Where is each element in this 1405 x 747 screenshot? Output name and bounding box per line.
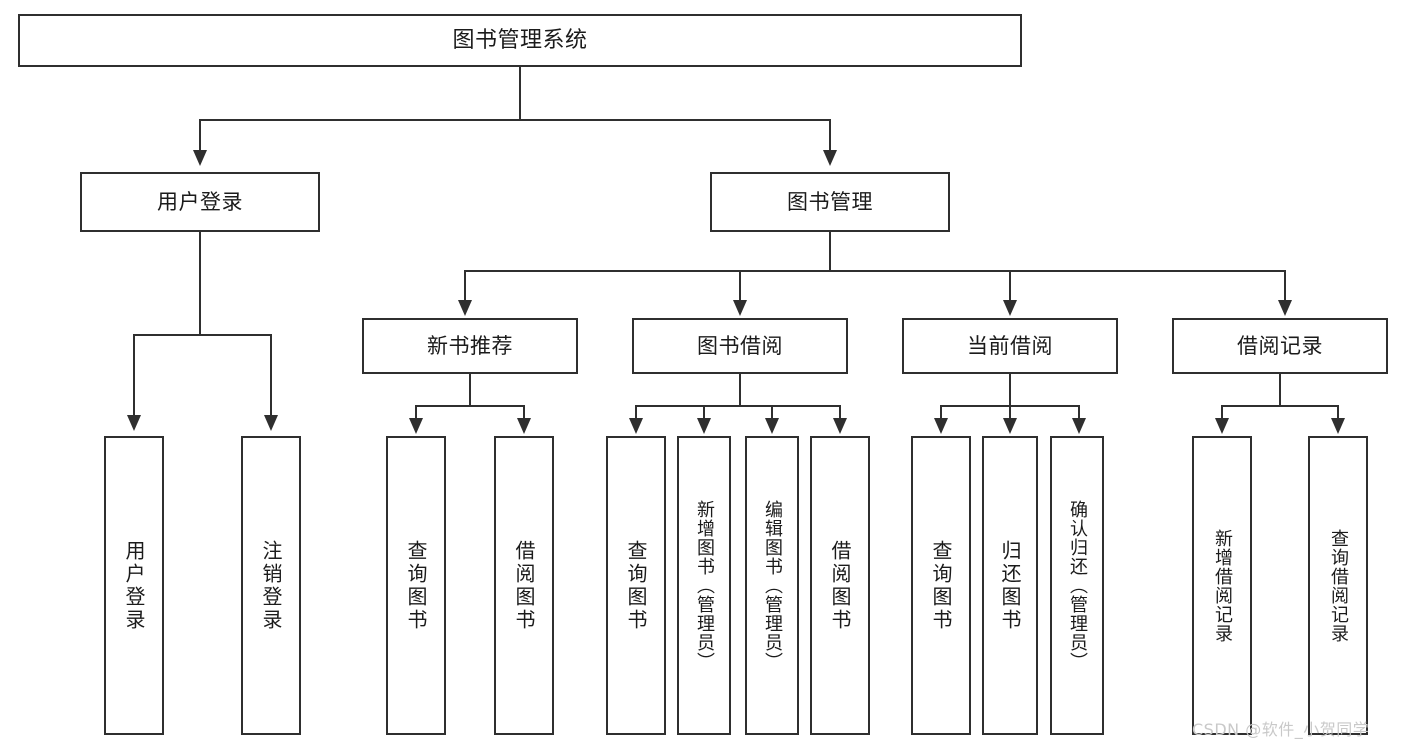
arrow-to-borrow-record xyxy=(1278,300,1292,316)
node-leaf-add-book[interactable]: 新增图书（管理员） xyxy=(677,436,731,735)
connector-root-bus xyxy=(199,119,831,121)
arrow-to-leaf-borrow-book-1 xyxy=(517,418,531,434)
connector-bb-3 xyxy=(771,405,773,419)
node-user-login[interactable]: 用户登录 xyxy=(80,172,320,232)
node-label: 图书管理系统 xyxy=(452,27,588,53)
node-label: 查询图书 xyxy=(404,539,428,632)
connector-root-stem xyxy=(519,67,521,120)
arrow-to-leaf-query-book-1 xyxy=(409,418,423,434)
connector-bb-1 xyxy=(635,405,637,419)
arrow-to-leaf-logout xyxy=(264,415,278,431)
connector-user-login-stem xyxy=(199,232,201,335)
node-label: 查询借阅记录 xyxy=(1328,528,1349,643)
arrow-to-leaf-query-record xyxy=(1331,418,1345,434)
connector-br-1 xyxy=(1221,405,1223,419)
connector-book-borrow-bus xyxy=(635,405,841,407)
arrow-root-to-book-management xyxy=(823,150,837,166)
connector-new-book-bus xyxy=(415,405,525,407)
connector-book-management-stem xyxy=(829,232,831,271)
node-label: 新增借阅记录 xyxy=(1212,528,1233,643)
node-label: 归还图书 xyxy=(998,539,1022,632)
arrow-to-leaf-confirm-return xyxy=(1072,418,1086,434)
arrow-to-leaf-add-book xyxy=(697,418,711,434)
node-book-borrow[interactable]: 图书借阅 xyxy=(632,318,848,374)
node-leaf-query-record[interactable]: 查询借阅记录 xyxy=(1308,436,1368,735)
connector-user-login-right xyxy=(270,334,272,416)
node-label: 查询图书 xyxy=(929,539,953,632)
node-leaf-add-record[interactable]: 新增借阅记录 xyxy=(1192,436,1252,735)
connector-bb-4 xyxy=(839,405,841,419)
connector-borrow-record-stem xyxy=(1279,374,1281,406)
node-new-book-recommend[interactable]: 新书推荐 xyxy=(362,318,578,374)
node-borrow-record[interactable]: 借阅记录 xyxy=(1172,318,1388,374)
connector-new-book-right xyxy=(523,405,525,419)
connector-cb-2 xyxy=(1009,405,1011,419)
connector-borrow-record-bus xyxy=(1221,405,1339,407)
node-label: 借阅记录 xyxy=(1237,333,1323,358)
node-leaf-query-book-2[interactable]: 查询图书 xyxy=(606,436,666,735)
node-label: 确认归还（管理员） xyxy=(1067,500,1088,671)
arrow-to-new-book-recommend xyxy=(458,300,472,316)
connector-bm-to-current-borrow xyxy=(1009,270,1011,301)
arrow-to-leaf-return-book xyxy=(1003,418,1017,434)
connector-br-2 xyxy=(1337,405,1339,419)
node-book-management[interactable]: 图书管理 xyxy=(710,172,950,232)
node-label: 图书管理 xyxy=(787,189,873,214)
arrow-to-leaf-query-book-2 xyxy=(629,418,643,434)
node-leaf-borrow-book-1[interactable]: 借阅图书 xyxy=(494,436,554,735)
connector-bb-2 xyxy=(703,405,705,419)
arrow-to-leaf-borrow-book-2 xyxy=(833,418,847,434)
node-book-management-system[interactable]: 图书管理系统 xyxy=(18,14,1022,67)
arrow-to-leaf-edit-book xyxy=(765,418,779,434)
node-label: 借阅图书 xyxy=(512,539,536,632)
csdn-watermark: CSDN @软件_小贺同学 xyxy=(1192,720,1370,739)
node-label: 新书推荐 xyxy=(427,333,513,358)
arrow-to-leaf-add-record xyxy=(1215,418,1229,434)
connector-new-book-stem xyxy=(469,374,471,406)
connector-bm-to-borrow-record xyxy=(1284,270,1286,301)
node-label: 借阅图书 xyxy=(828,539,852,632)
arrow-to-book-borrow xyxy=(733,300,747,316)
connector-cb-1 xyxy=(940,405,942,419)
connector-root-to-user-login xyxy=(199,119,201,151)
node-label: 新增图书（管理员） xyxy=(694,500,715,671)
node-label: 当前借阅 xyxy=(967,333,1053,358)
connector-bm-to-book-borrow xyxy=(739,270,741,301)
connector-book-borrow-stem xyxy=(739,374,741,406)
node-leaf-query-book-3[interactable]: 查询图书 xyxy=(911,436,971,735)
node-label: 用户登录 xyxy=(157,189,243,214)
node-label: 图书借阅 xyxy=(697,333,783,358)
connector-current-borrow-stem xyxy=(1009,374,1011,406)
connector-user-login-left xyxy=(133,334,135,416)
arrow-to-leaf-user-login xyxy=(127,415,141,431)
node-leaf-return-book[interactable]: 归还图书 xyxy=(982,436,1038,735)
node-label: 编辑图书（管理员） xyxy=(762,500,783,671)
arrow-to-leaf-query-book-3 xyxy=(934,418,948,434)
node-label: 用户登录 xyxy=(122,539,146,632)
connector-book-management-bus xyxy=(464,270,1286,272)
connector-cb-3 xyxy=(1078,405,1080,419)
connector-root-to-book-management xyxy=(829,119,831,151)
node-label: 查询图书 xyxy=(624,539,648,632)
node-leaf-logout[interactable]: 注销登录 xyxy=(241,436,301,735)
node-current-borrow[interactable]: 当前借阅 xyxy=(902,318,1118,374)
node-leaf-confirm-return[interactable]: 确认归还（管理员） xyxy=(1050,436,1104,735)
arrow-root-to-user-login xyxy=(193,150,207,166)
node-leaf-query-book-1[interactable]: 查询图书 xyxy=(386,436,446,735)
node-leaf-borrow-book-2[interactable]: 借阅图书 xyxy=(810,436,870,735)
connector-bm-to-new-book xyxy=(464,270,466,301)
arrow-to-current-borrow xyxy=(1003,300,1017,316)
node-leaf-edit-book[interactable]: 编辑图书（管理员） xyxy=(745,436,799,735)
connector-user-login-bus xyxy=(133,334,272,336)
node-leaf-user-login[interactable]: 用户登录 xyxy=(104,436,164,735)
connector-new-book-left xyxy=(415,405,417,419)
node-label: 注销登录 xyxy=(259,539,283,632)
